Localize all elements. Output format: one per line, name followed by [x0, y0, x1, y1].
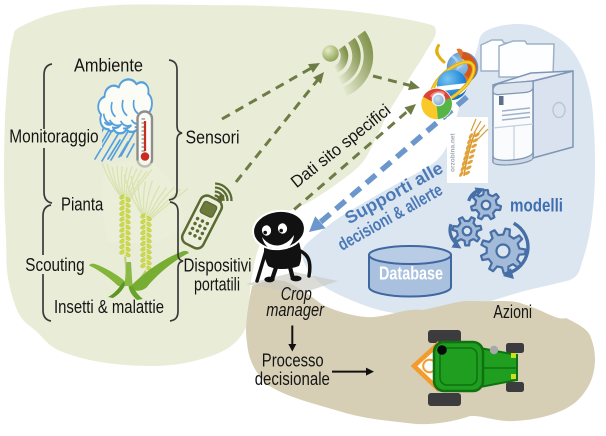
svg-text:portatili: portatili — [194, 274, 240, 294]
svg-text:Dispositivi: Dispositivi — [184, 256, 252, 276]
svg-text:Processo: Processo — [262, 350, 324, 370]
svg-text:Database: Database — [379, 263, 443, 283]
svg-text:modelli: modelli — [510, 196, 563, 216]
svg-text:Crop: Crop — [281, 284, 312, 304]
svg-text:Azioni: Azioni — [493, 302, 532, 322]
svg-text:manager: manager — [266, 300, 325, 320]
svg-text:decisionale: decisionale — [255, 369, 330, 389]
svg-text:Monitoraggio: Monitoraggio — [9, 127, 98, 147]
svg-text:orzobina.net: orzobina.net — [450, 133, 457, 172]
svg-text:Pianta: Pianta — [61, 195, 104, 215]
svg-text:Scouting: Scouting — [25, 255, 84, 275]
svg-text:Insetti & malattie: Insetti & malattie — [54, 297, 164, 317]
svg-text:Ambiente: Ambiente — [74, 56, 143, 76]
svg-text:Sensori: Sensori — [186, 128, 240, 148]
